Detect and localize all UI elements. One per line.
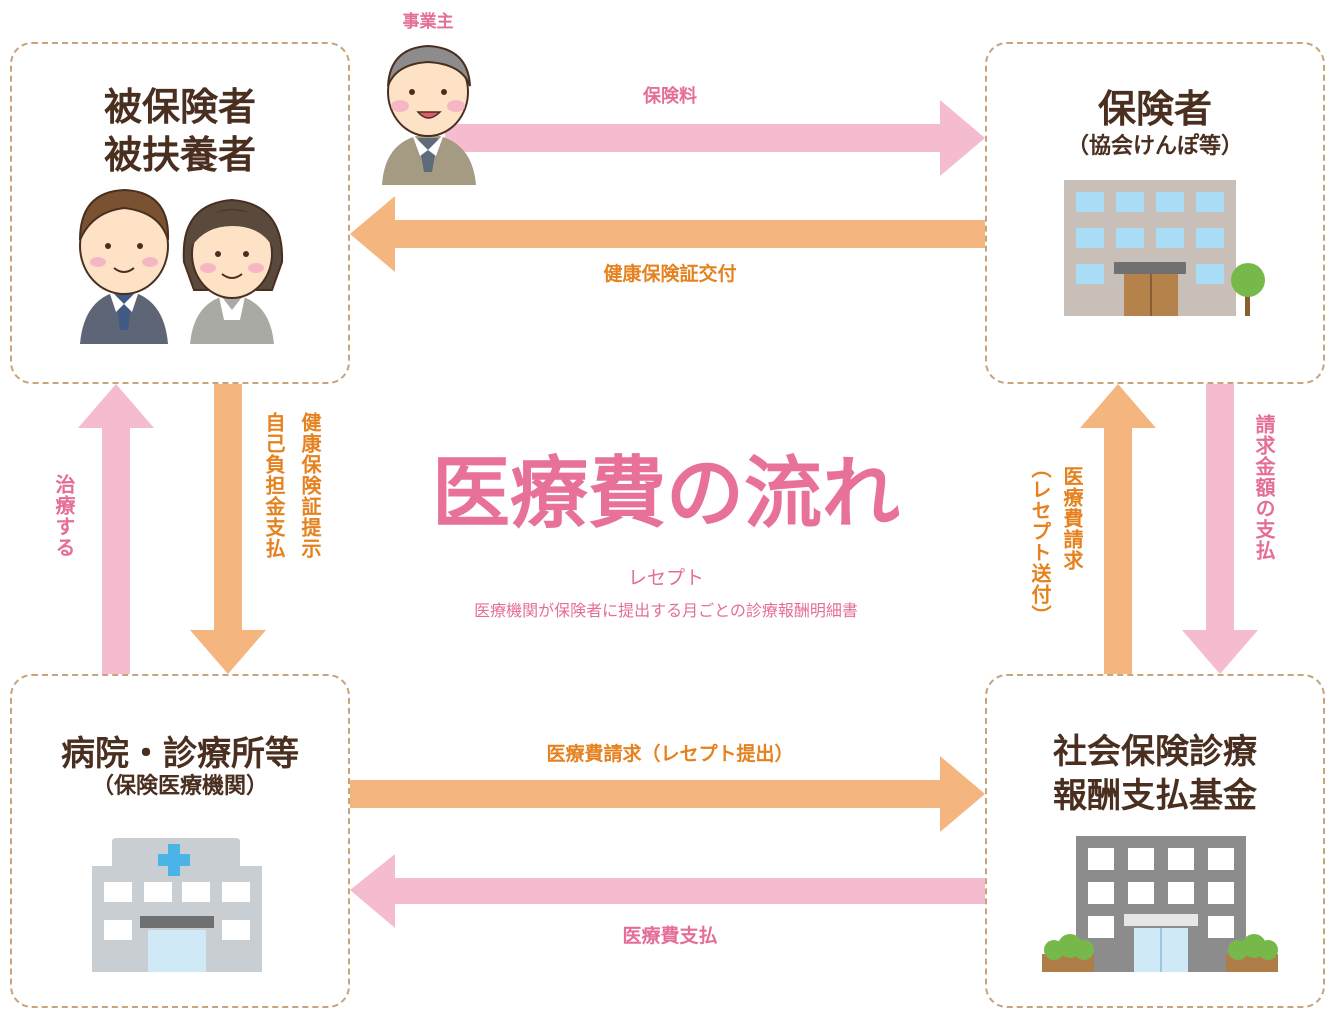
card-issue-label: 健康保険証交付	[603, 263, 737, 285]
insured-label-line2: 被扶養者	[103, 133, 256, 177]
payment-label: 医療費支払	[622, 925, 718, 947]
insured-man-illustration	[79, 188, 170, 344]
hospital-label-line2: （保険医療機関）	[91, 774, 268, 799]
receipt-definition: 医療機関が保険者に提出する月ごとの診療報酬明細書	[474, 601, 858, 620]
fund-label-line1: 社会保険診療	[1053, 732, 1257, 772]
billed-payment-arrow	[1182, 384, 1258, 674]
premium-label: 保険料	[643, 86, 697, 107]
billed-payment-label: 請求金額の支払	[1252, 414, 1276, 561]
insured-label-line1: 被保険者	[103, 85, 256, 129]
employer-illustration	[382, 44, 476, 185]
treatment-label: 治療する	[52, 474, 76, 558]
claim-forward-label-1: 医療費請求	[1060, 466, 1084, 571]
receipt-term: レセプト	[627, 567, 704, 589]
main-title: 医療費の流れ	[431, 449, 900, 539]
insurer-label-line2: （協会けんぽ等）	[1066, 134, 1243, 159]
insurer-building-illustration	[1064, 180, 1265, 316]
hospital-label-line1: 病院・診療所等	[61, 734, 299, 774]
insurer-label-line1: 保険者	[1097, 87, 1212, 131]
payment-arrow	[350, 854, 985, 928]
copay-label: 自己負担金支払	[262, 412, 286, 559]
copay-arrow	[190, 384, 266, 674]
card-issue-arrow	[350, 196, 985, 272]
insured-woman-illustration	[182, 198, 284, 344]
fund-label-line2: 報酬支払基金	[1053, 776, 1257, 816]
claim-submit-arrow	[350, 756, 985, 832]
employer-label: 事業主	[402, 12, 454, 32]
claim-submit-label: 医療費請求（レセプト提出）	[546, 743, 794, 765]
claim-forward-arrow	[1080, 384, 1156, 674]
treatment-arrow	[78, 384, 154, 674]
premium-arrow	[445, 100, 985, 176]
claim-forward-label-2: （レセプト送付）	[1028, 458, 1052, 626]
insured-box	[10, 42, 350, 384]
card-show-label: 健康保険証提示	[298, 412, 322, 559]
fund-building-illustration	[1042, 836, 1278, 972]
hospital-building-illustration	[92, 838, 262, 972]
